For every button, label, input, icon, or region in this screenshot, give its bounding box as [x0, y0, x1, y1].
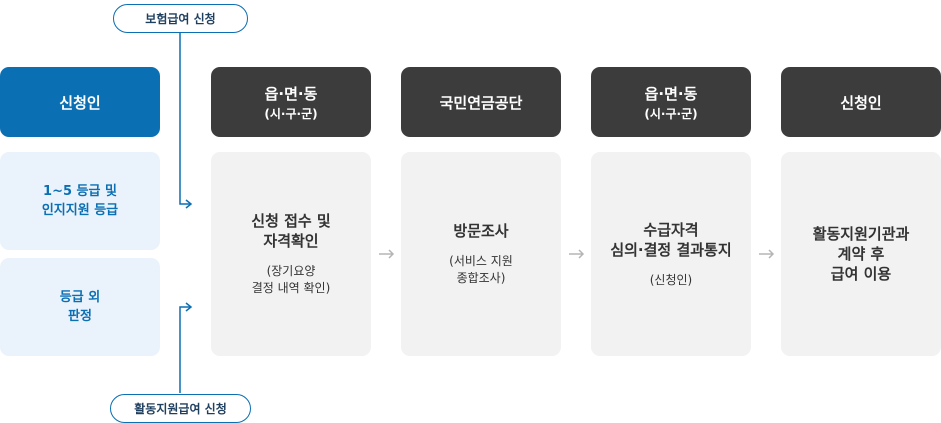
stage-2-note: (서비스 지원 종합조사) [449, 254, 513, 285]
stage-4-main: 활동지원기관과 계약 후 급여 이용 [812, 225, 910, 283]
stage-1-header-sub: (시·구·군) [264, 106, 318, 121]
grade-1-5-box: 1~5 등급 및 인지지원 등급 [0, 152, 160, 250]
insurance-connector [179, 31, 190, 205]
applicant-header: 신청인 [0, 67, 160, 137]
activity-connector [179, 306, 190, 393]
insurance-arrowhead [185, 199, 193, 209]
grade-out-box: 등급 외 판정 [0, 258, 160, 356]
stage-1-header: 읍·면·동 (시·구·군) [211, 67, 371, 137]
stage-3-note: (신청인) [649, 272, 693, 287]
grade-1-5-label: 1~5 등급 및 인지지원 등급 [41, 184, 119, 218]
stage-2-content: 방문조사 (서비스 지원 종합조사) [401, 152, 561, 356]
stage-4-header-label: 신청인 [840, 93, 882, 112]
stage-1-note: (장기요양 결정 내역 확인) [251, 264, 331, 295]
grade-out-label: 등급 외 판정 [59, 290, 101, 324]
activity-arrowhead [185, 302, 193, 312]
stage-3-header-sub: (시·구·군) [644, 106, 698, 121]
stage-2-header-label: 국민연금공단 [439, 93, 523, 112]
stage-3-header-label: 읍·면·동 [644, 84, 698, 103]
applicant-header-label: 신청인 [59, 93, 101, 112]
stage-1-header-label: 읍·면·동 [264, 84, 318, 103]
arrow-right-icon [569, 249, 585, 259]
stage-3-main: 수급자격 심의·결정 결과통지 [610, 220, 732, 259]
stage-2-main: 방문조사 [453, 222, 509, 240]
stage-3-header: 읍·면·동 (시·구·군) [591, 67, 751, 137]
stage-3-content: 수급자격 심의·결정 결과통지 (신청인) [591, 152, 751, 356]
arrow-right-icon [759, 249, 775, 259]
insurance-benefit-pill: 보험급여 신청 [113, 4, 248, 33]
stage-1-content: 신청 접수 및 자격확인 (장기요양 결정 내역 확인) [211, 152, 371, 356]
stage-2-header: 국민연금공단 [401, 67, 561, 137]
stage-1-main: 신청 접수 및 자격확인 [251, 212, 331, 250]
arrow-right-icon [379, 249, 395, 259]
stage-4-content: 활동지원기관과 계약 후 급여 이용 [781, 152, 941, 356]
stage-4-header: 신청인 [781, 67, 941, 137]
